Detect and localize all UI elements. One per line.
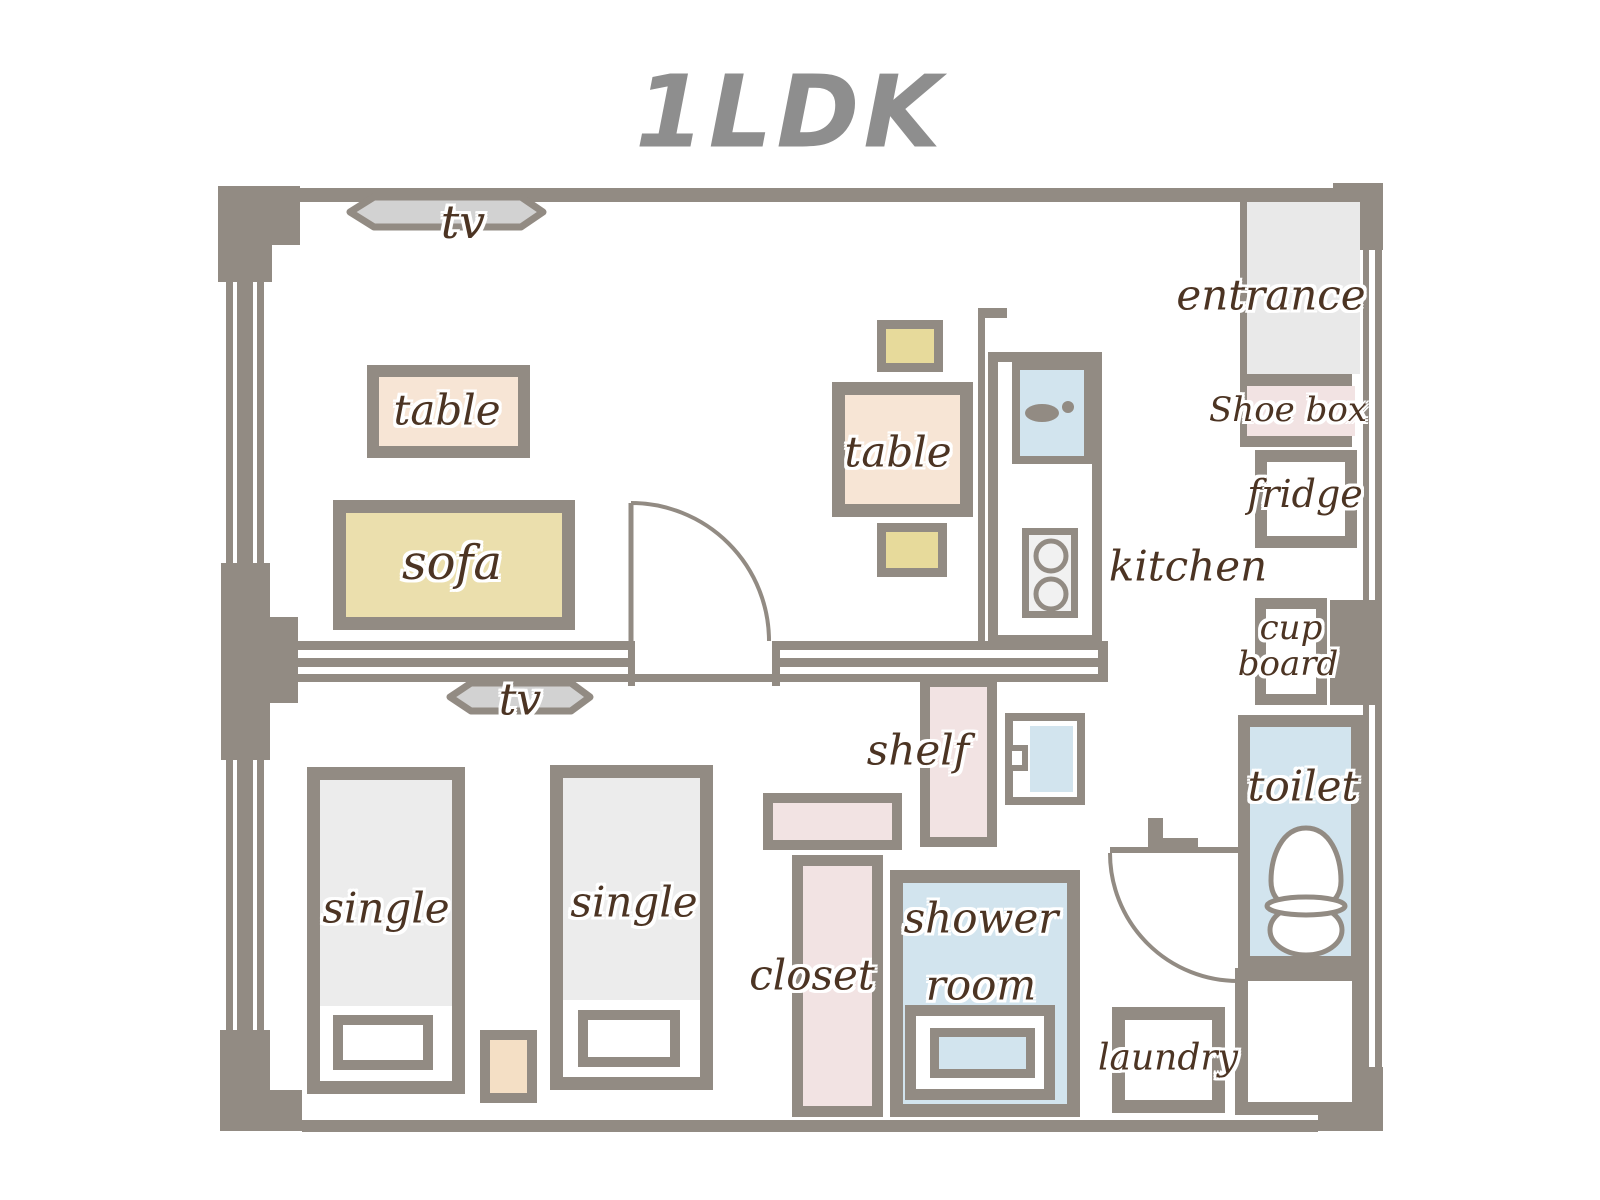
wall-mid-right-pillar — [1330, 600, 1382, 705]
window-left-upper — [226, 282, 233, 563]
dining-chair-top — [877, 320, 943, 372]
door-post-left — [628, 641, 635, 686]
partition-wall — [772, 641, 1108, 650]
dining-table — [832, 382, 973, 517]
door-post-right — [772, 641, 780, 686]
label-cupboard-line2: board — [1237, 644, 1339, 684]
toilet-door-swing-arc — [1108, 852, 1239, 983]
wall-bottom — [302, 1120, 1318, 1132]
label-bed-right: single — [570, 877, 698, 927]
closet-upper — [763, 793, 902, 850]
bed-right-pillow — [578, 1010, 680, 1067]
entrance-wall — [1240, 202, 1247, 447]
shoe-box — [1247, 386, 1355, 436]
label-tv-living: tv — [440, 195, 486, 249]
label-laundry: laundry — [1098, 1037, 1238, 1079]
nightstand — [480, 1030, 537, 1103]
bed-left-pillow — [333, 1015, 433, 1070]
cupboard-box — [1255, 598, 1327, 705]
wash-basin-handle — [1006, 745, 1028, 771]
dining-chair-bottom — [877, 523, 947, 577]
label-shoe-box: Shoe box — [1209, 390, 1367, 430]
kitchen-wall — [978, 308, 985, 644]
window-right-lower — [1375, 705, 1382, 1067]
plan-title: 1LDK — [635, 53, 945, 171]
kitchen-sink — [1012, 362, 1092, 464]
label-shelf: shelf — [866, 725, 970, 775]
laundry-box — [1112, 1007, 1225, 1113]
entrance-floor — [1247, 202, 1360, 374]
bed-left-mattress — [320, 780, 452, 1006]
window-right-upper — [1363, 250, 1369, 600]
label-shower-line1: shower — [903, 893, 1059, 943]
corner-bottom-left — [220, 1030, 270, 1131]
corner-top-left-step — [218, 245, 272, 282]
closet — [792, 855, 883, 1117]
shoebox-divider — [1240, 374, 1352, 386]
wall-mid-left-pillar — [221, 563, 270, 760]
label-cupboard-line1: cup — [1259, 608, 1323, 648]
window-left-upper — [237, 282, 253, 563]
corner-top-left — [218, 186, 300, 245]
shelf — [920, 677, 997, 847]
window-left-upper — [257, 282, 264, 563]
window-right-lower — [1363, 705, 1369, 1067]
vanity-box — [1235, 968, 1365, 1115]
toilet-door-handle — [1148, 818, 1163, 853]
window-left-lower — [257, 760, 264, 1030]
label-sofa: sofa — [402, 535, 502, 591]
label-shower-line2: room — [925, 960, 1037, 1010]
bathtub-inner — [930, 1028, 1035, 1078]
bed-right-mattress — [563, 778, 700, 1000]
kitchen-wall-cap — [978, 308, 1007, 318]
partition-wall — [772, 658, 1108, 667]
window-left-lower — [237, 760, 253, 1030]
living-table — [367, 365, 530, 458]
wash-basin-bowl — [1030, 726, 1073, 792]
corner-top-right-step — [1357, 227, 1383, 250]
window-left-lower — [226, 760, 233, 1030]
label-tv-bedroom: tv — [498, 674, 542, 726]
label-closet: closet — [749, 950, 875, 1000]
corner-bottom-left-step — [270, 1090, 302, 1131]
sofa — [333, 500, 575, 630]
partition-end-cap — [1098, 641, 1108, 682]
label-kitchen: kitchen — [1108, 541, 1268, 591]
window-right-upper — [1375, 250, 1382, 600]
label-fridge: fridge — [1247, 472, 1363, 516]
fridge-box — [1255, 450, 1357, 548]
toilet-door-handle — [1163, 838, 1198, 853]
kitchen-stove — [1022, 528, 1078, 618]
partition-wall-threshold — [263, 674, 1108, 682]
door-swing-arc — [630, 501, 771, 642]
label-table-dining: table — [844, 427, 952, 477]
label-bed-left: single — [322, 883, 450, 933]
shoebox-divider — [1240, 436, 1352, 447]
label-toilet: toilet — [1247, 761, 1359, 811]
label-table-living: table — [393, 385, 501, 435]
partition-wall — [263, 641, 628, 650]
label-entrance: entrance — [1176, 270, 1366, 320]
wall-top — [285, 188, 1333, 202]
toilet-room — [1238, 715, 1363, 968]
partition-wall — [263, 658, 628, 667]
